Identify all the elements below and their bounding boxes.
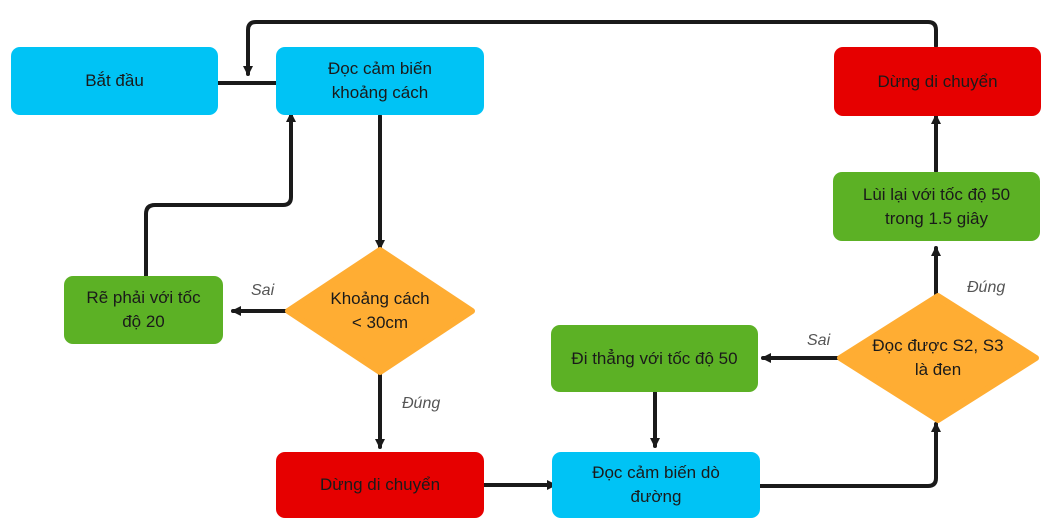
edge-read-line-to-sensor-decision: [758, 422, 941, 488]
read-distance-sensor-label: Đọc cảm biến khoảng cách: [328, 59, 432, 102]
stop-node-1: Dừng di chuyển: [276, 452, 484, 518]
read-line-sensor-label: Đọc cảm biến dò đường: [592, 463, 720, 506]
edge-label-distance-false: Sai: [251, 282, 275, 299]
edge-label-sensor-true: Đúng: [967, 279, 1006, 296]
go-straight-label: Đi thẳng với tốc độ 50: [571, 348, 738, 368]
turn-right-node: Rẽ phải với tốc độ 20: [64, 276, 223, 344]
distance-check-label-box: Khoảng cách < 30cm: [300, 287, 460, 335]
edge-label-sensor-false: Sai: [807, 332, 831, 349]
start-node: Bắt đầu: [11, 47, 218, 115]
edge-turn-right-to-read-distance: [144, 112, 296, 278]
stop-node-2: Dừng di chuyển: [834, 47, 1041, 116]
stop-label-1: Dừng di chuyển: [319, 475, 441, 494]
reverse-label: Lùi lại với tốc độ 50 trong 1.5 giây: [862, 184, 1011, 228]
read-distance-sensor-node: Đọc cảm biến khoảng cách: [276, 47, 484, 115]
go-straight-node: Đi thẳng với tốc độ 50: [551, 325, 758, 392]
sensor-check-label-box: Đọc được S2, S3 là đen: [850, 334, 1026, 382]
distance-check-label: Khoảng cách < 30cm: [330, 289, 430, 332]
edge-stop2-loop-to-start: [243, 20, 938, 76]
decision-diamond-distance: [285, 247, 475, 375]
sensor-check-label: Đọc được S2, S3 là đen: [872, 336, 1004, 379]
start-label: Bắt đầu: [85, 71, 144, 90]
reverse-node: Lùi lại với tốc độ 50 trong 1.5 giây: [833, 172, 1040, 241]
stop-label-2: Dừng di chuyển: [877, 71, 998, 91]
edge-label-distance-true: Đúng: [402, 395, 441, 412]
turn-right-label: Rẽ phải với tốc độ 20: [86, 288, 201, 331]
read-line-sensor-node: Đọc cảm biến dò đường: [552, 452, 760, 518]
decision-diamond-sensor: [837, 293, 1039, 423]
